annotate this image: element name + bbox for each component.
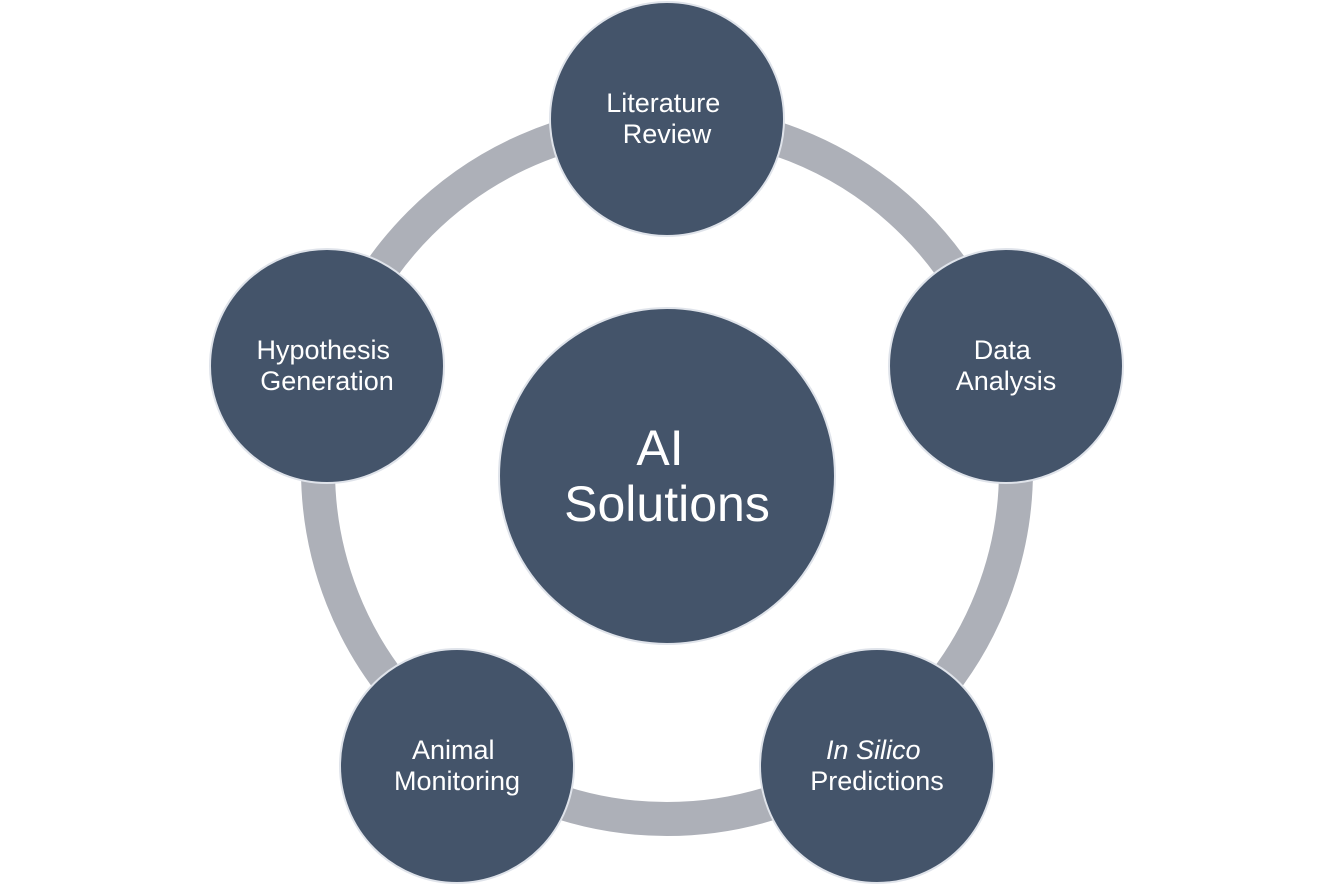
center-label: AI Solutions [564,420,770,532]
node-label: Hypothesis Generation [256,335,397,396]
node-label: Data Analysis [956,335,1057,396]
node-label: In Silico Predictions [810,735,944,796]
node-circle [339,648,575,884]
center-label-line1: AI [636,420,683,476]
node-circle [759,648,995,884]
node-label-line2: Predictions [810,766,944,796]
node-label-line1: Data [974,335,1032,365]
node-data-analysis: Data Analysis [888,248,1124,484]
node-circle [888,248,1124,484]
node-label: Animal Monitoring [394,735,520,796]
node-label-line1: Animal [412,735,495,765]
node-literature-review: Literature Review [549,1,785,237]
center-node: AI Solutions [498,307,836,645]
node-animal-monitoring: Animal Monitoring [339,648,575,884]
center-label-line2: Solutions [564,476,770,532]
center-circle [498,307,836,645]
node-in-silico-predictions: In Silico Predictions [759,648,995,884]
node-label-line2: Monitoring [394,766,520,796]
node-label: Literature Review [606,88,728,149]
node-label-line2: Generation [260,366,394,396]
node-circle [209,248,445,484]
node-label-line2: Review [623,119,712,149]
node-label-line1: In Silico [826,735,921,765]
node-label-line2: Analysis [956,366,1057,396]
node-circle [549,1,785,237]
node-hypothesis-generation: Hypothesis Generation [209,248,445,484]
node-label-line1: Hypothesis [256,335,390,365]
node-label-line1: Literature [606,88,720,118]
